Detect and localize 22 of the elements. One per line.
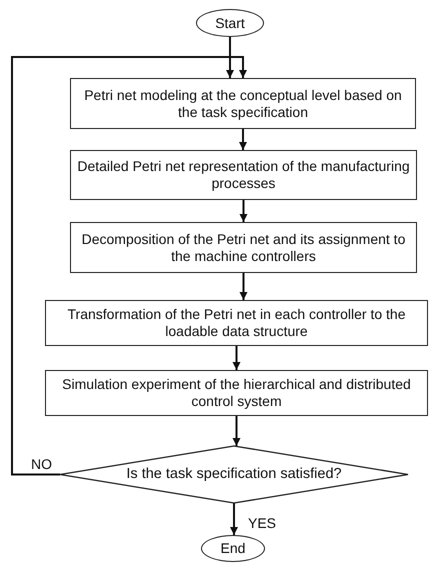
arrow <box>11 56 247 476</box>
decision-text: Is the task specification satisfied? <box>125 466 343 483</box>
step-text: Petri net modeling at the conceptual level based on the task specification <box>83 86 403 120</box>
step-text: Detailed Petri net representation of the manufacturing processes <box>76 158 411 192</box>
arrow <box>240 200 248 222</box>
edge-label: YES <box>247 515 278 531</box>
terminal-label: Start <box>214 14 246 32</box>
step-text: Simulation experiment of the hierarchical and distributed control system <box>61 376 412 410</box>
arrow <box>232 346 240 370</box>
step-text: Decomposition of the Petri net and its assignment to the machine controllers <box>80 230 406 264</box>
process-box <box>70 78 416 129</box>
arrow <box>240 273 248 300</box>
arrow <box>239 129 247 150</box>
step-text: Transformation of the Petri net in each controller to the loadable data structure <box>66 306 406 340</box>
process-box <box>70 150 417 200</box>
process-box <box>70 222 417 273</box>
process-box <box>45 370 428 416</box>
process-box <box>45 300 428 346</box>
arrow <box>226 37 234 78</box>
arrow <box>232 416 240 446</box>
terminal-label: End <box>220 540 246 557</box>
arrow <box>230 503 238 535</box>
